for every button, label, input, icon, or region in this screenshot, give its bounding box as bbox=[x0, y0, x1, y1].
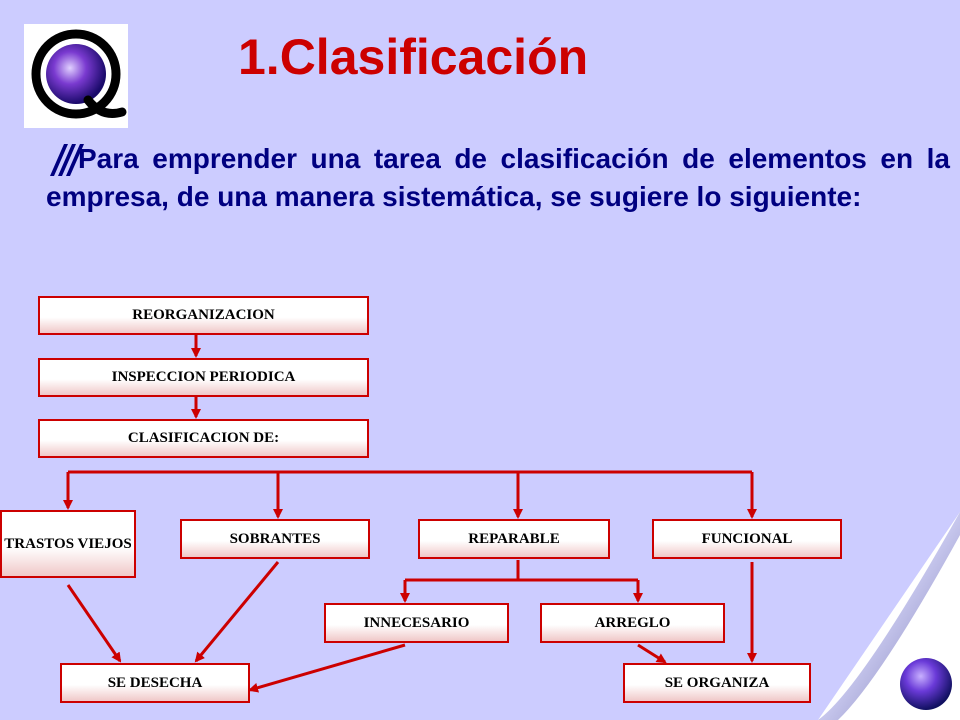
box-clasificacion-de: CLASIFICACION DE: bbox=[38, 419, 369, 458]
box-inspeccion-periodica: INSPECCION PERIODICA bbox=[38, 358, 369, 397]
arrow-innecesario-to-desecha bbox=[248, 643, 406, 693]
stripes-bullet-icon bbox=[50, 144, 84, 176]
box-arreglo: ARREGLO bbox=[540, 603, 725, 643]
q-logo bbox=[24, 24, 128, 128]
box-se-organiza: SE ORGANIZA bbox=[623, 663, 811, 703]
corner-orb-icon bbox=[900, 658, 952, 710]
intro-paragraph: Para emprender una tarea de clasificació… bbox=[46, 143, 950, 212]
arrow-arreglo-to-organiza bbox=[637, 643, 667, 664]
arrow-trastos-to-desecha bbox=[66, 584, 122, 663]
box-reorganizacion: REORGANIZACION bbox=[38, 296, 369, 335]
box-trastos-viejos: TRASTOS VIEJOS bbox=[0, 510, 136, 578]
arrow-sobrantes-to-desecha bbox=[194, 561, 280, 663]
box-sobrantes: SOBRANTES bbox=[180, 519, 370, 559]
box-funcional: FUNCIONAL bbox=[652, 519, 842, 559]
box-reparable: REPARABLE bbox=[418, 519, 610, 559]
box-innecesario: INNECESARIO bbox=[324, 603, 509, 643]
page-title: 1.Clasificación bbox=[238, 29, 589, 85]
q-globe-logo-icon bbox=[31, 29, 127, 119]
box-se-desecha: SE DESECHA bbox=[60, 663, 250, 703]
